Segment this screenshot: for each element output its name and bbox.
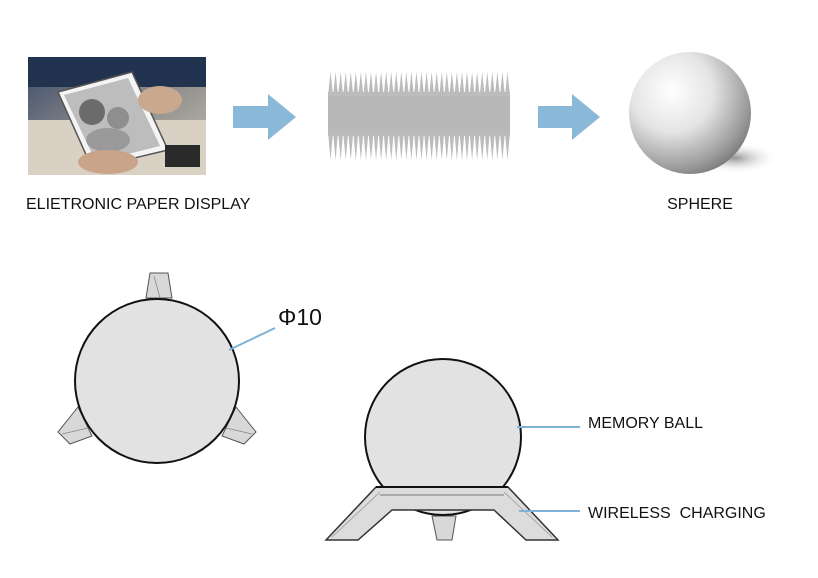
diameter-leader [228, 327, 276, 351]
diameter-label: Φ10 [278, 304, 322, 330]
epaper-label: ELIETRONIC PAPER DISPLAY [26, 196, 251, 213]
arrow-right-icon [538, 94, 600, 140]
ball-side-view [324, 358, 560, 541]
ball-top-view [57, 272, 257, 464]
memory-ball-label: MEMORY BALL [588, 415, 703, 432]
sphere-label: SPHERE [667, 196, 733, 213]
e-paper-photo-icon [28, 57, 206, 175]
spiked-strip-icon [328, 72, 510, 160]
arrow-right-icon [233, 94, 296, 140]
wireless-charging-label: WIRELESS CHARGING [588, 505, 766, 522]
shaded-sphere-icon [629, 52, 779, 174]
